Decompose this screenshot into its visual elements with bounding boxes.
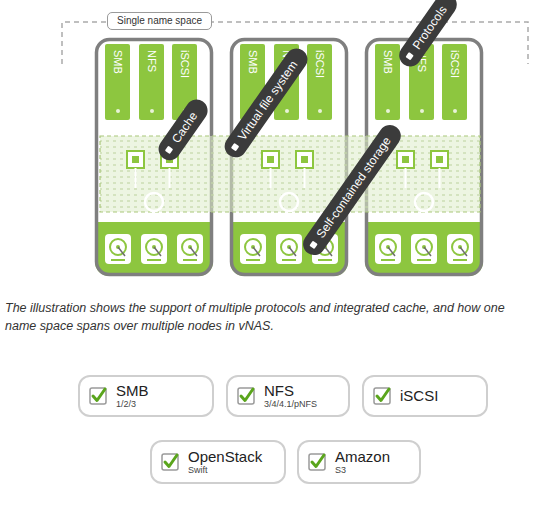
protocol-label: SMB [112, 50, 123, 120]
protocol-strip: iSCSI [442, 44, 467, 120]
badge-title: iSCSI [400, 388, 486, 404]
badge-version: Swift [188, 465, 284, 476]
check-icon [374, 388, 390, 404]
protocol-label: NFS [146, 50, 157, 120]
cache-icons [397, 151, 448, 211]
name-space-label: Single name space [107, 12, 212, 30]
cache-icons [262, 151, 313, 211]
check-icon [309, 454, 325, 470]
protocol-strip: NFS [139, 44, 164, 120]
protocol-badge: AmazonS3 [297, 440, 421, 484]
protocol-badge: OpenStackSwift [150, 440, 286, 484]
check-icon [90, 388, 106, 404]
check-icon [162, 454, 178, 470]
file-system-band-texture [100, 136, 480, 212]
badge-title: OpenStack [188, 449, 284, 465]
protocol-label: SMB [382, 50, 393, 120]
protocol-label: iSCSI [314, 50, 325, 120]
check-icon [238, 388, 254, 404]
protocol-badge: NFS3/4/4.1/pNFS [226, 375, 350, 417]
file-system-band [100, 136, 480, 212]
badge-title: NFS [264, 383, 348, 399]
protocol-badge: SMB1/2/3 [78, 375, 214, 417]
badge-title: Amazon [335, 449, 419, 465]
protocol-strip: SMB [105, 44, 130, 120]
badge-version: S3 [335, 465, 419, 476]
protocol-badge: iSCSI [362, 375, 488, 417]
badge-version: 3/4/4.1/pNFS [264, 399, 348, 410]
caption: The illustration shows the support of mu… [5, 299, 537, 335]
badge-version: 1/2/3 [116, 399, 212, 410]
protocol-label: iSCSI [449, 50, 460, 120]
protocol-strip: iSCSI [307, 44, 332, 120]
protocol-strip: SMB [375, 44, 400, 120]
badge-title: SMB [116, 383, 212, 399]
